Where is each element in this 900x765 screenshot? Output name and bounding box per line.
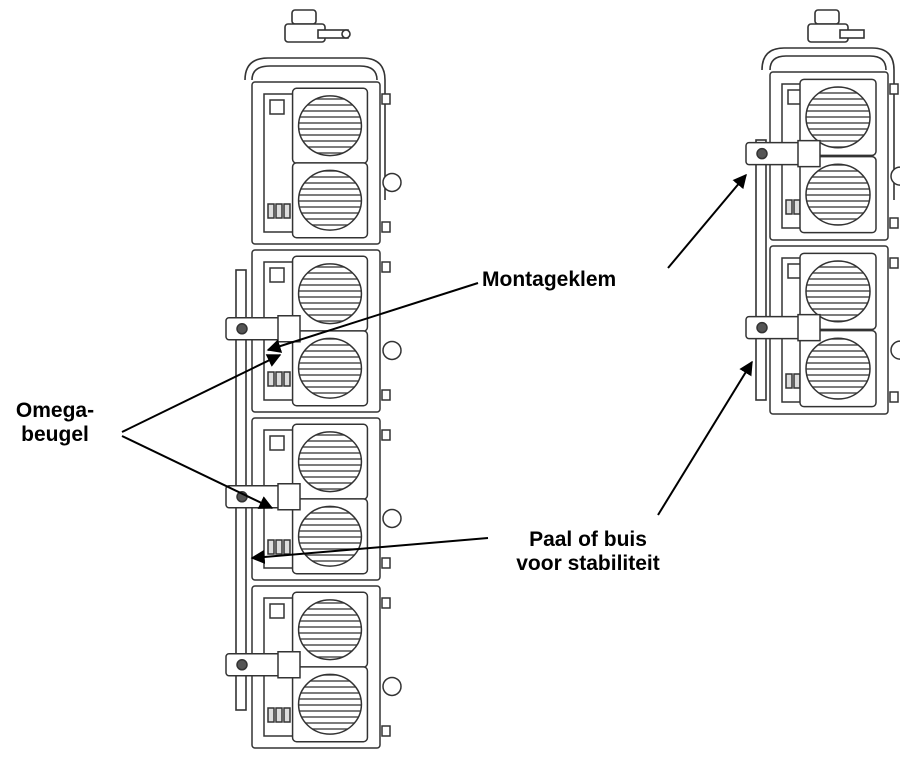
fixture-module (745, 71, 900, 241)
connector-port (785, 199, 793, 215)
side-marker (381, 597, 391, 609)
connector-port (267, 203, 275, 219)
top-hanging-clamp (284, 9, 351, 43)
led-lens-head (297, 431, 363, 493)
label-montageklem-text: Montageklem (482, 268, 617, 291)
side-marker (381, 429, 391, 441)
arrow-montageklem-right (667, 173, 747, 269)
arrow-paal-right (657, 360, 753, 516)
label-paal-line1: Paal of buis (529, 528, 647, 551)
label-omega-line1: Omega- (15, 399, 95, 422)
led-lens-head (805, 86, 871, 149)
side-marker (381, 557, 391, 569)
omega-bracket-clamp (225, 315, 301, 343)
clamp-bolt-icon (236, 659, 248, 671)
led-lens-head (805, 163, 871, 226)
label-paal-of-buis: Paal of buis voor stabiliteit (493, 528, 683, 576)
omega-bracket (745, 315, 807, 340)
arrow-omega-upper (121, 354, 282, 433)
side-knob-icon (890, 166, 900, 186)
omega-bracket (745, 141, 807, 166)
fixture-module (251, 81, 402, 245)
mounting-clamp (797, 313, 821, 342)
led-lens-head (805, 260, 871, 323)
connector-port (267, 539, 275, 555)
omega-bracket-clamp (745, 313, 821, 342)
connector-port (793, 373, 801, 389)
connector-port (793, 199, 801, 215)
led-lens-head (297, 673, 363, 735)
side-knob-icon (382, 676, 402, 697)
side-marker (381, 261, 391, 273)
omega-bracket-clamp (225, 651, 301, 679)
side-knob-icon (890, 340, 900, 360)
led-lens-head (297, 505, 363, 567)
side-marker (381, 221, 391, 233)
right-fixture-stack (755, 9, 895, 401)
clamp-bolt-icon (756, 147, 768, 160)
fixture-module (225, 585, 402, 749)
omega-bracket (225, 485, 287, 509)
connector-port (283, 707, 291, 723)
display-window (269, 99, 285, 115)
label-omega-beugel: Omega- beugel (0, 399, 110, 447)
clamp-bolt-icon (756, 321, 768, 334)
led-lens-head (297, 169, 363, 231)
label-omega-line2: beugel (21, 423, 89, 446)
connector-port (275, 539, 283, 555)
mounting-clamp (797, 139, 821, 168)
side-marker (889, 217, 899, 229)
right-stability-pole (755, 139, 767, 401)
arrow-montageklem-left (266, 282, 479, 353)
side-knob-icon (382, 340, 402, 361)
side-marker (889, 83, 899, 95)
side-knob-icon (382, 172, 402, 193)
connector-port (785, 373, 793, 389)
side-marker (889, 257, 899, 269)
omega-bracket-clamp (745, 139, 821, 168)
side-marker (889, 391, 899, 403)
connector-port (275, 203, 283, 219)
led-lens-head (297, 337, 363, 399)
mounting-clamp (277, 651, 301, 679)
right-yoke-frame (761, 47, 895, 200)
fixture-module (745, 245, 900, 415)
label-paal-line2: voor stabiliteit (516, 552, 660, 575)
connector-port (283, 371, 291, 387)
omega-bracket (225, 653, 287, 677)
arrow-paal-left (250, 537, 489, 564)
omega-bracket-clamp (225, 483, 301, 511)
connector-port (267, 707, 275, 723)
connector-port (267, 371, 275, 387)
connector-port (275, 371, 283, 387)
led-lens-head (297, 95, 363, 157)
mounting-clamp (277, 315, 301, 343)
connector-port (275, 707, 283, 723)
display-window (269, 267, 285, 283)
clamp-bolt-icon (236, 323, 248, 335)
led-lens-head (805, 337, 871, 400)
fixture-module (225, 249, 402, 413)
arrow-omega-lower (121, 435, 274, 509)
side-marker (381, 725, 391, 737)
mounting-clamp (277, 483, 301, 511)
label-montageklem: Montageklem (482, 268, 616, 292)
side-marker (381, 93, 391, 105)
connector-port (283, 539, 291, 555)
side-knob-icon (382, 508, 402, 529)
led-lens-head (297, 599, 363, 661)
display-window (269, 435, 285, 451)
led-lens-head (297, 263, 363, 325)
connector-port (283, 203, 291, 219)
omega-bracket (225, 317, 287, 341)
display-window (269, 603, 285, 619)
top-hanging-clamp (807, 9, 865, 43)
left-yoke-frame (244, 57, 386, 200)
side-marker (381, 389, 391, 401)
